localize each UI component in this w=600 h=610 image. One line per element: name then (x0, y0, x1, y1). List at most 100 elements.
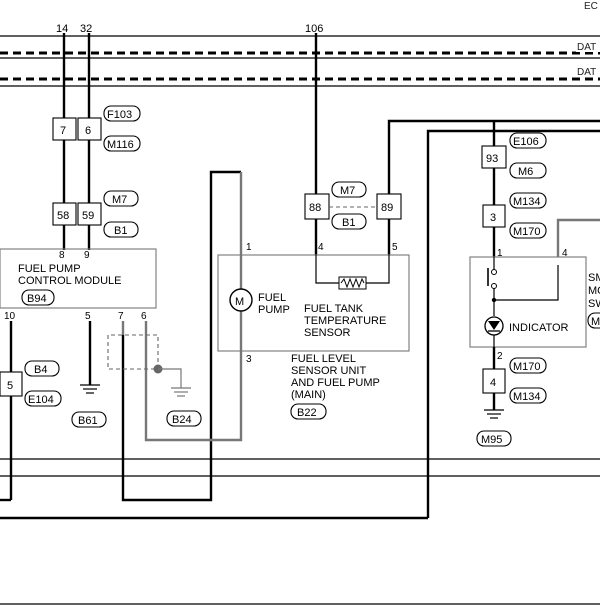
switch-pin-2: 2 (497, 351, 503, 362)
ground-tag-B61 (71, 411, 107, 428)
joint-5 (0, 371, 23, 397)
connector-tag-M6 (509, 162, 547, 179)
switch-contact-top (491, 269, 497, 275)
joint-6-label: 6 (85, 125, 91, 137)
connector-tag-M170-upper-label: M170 (513, 226, 541, 238)
fpcm-name-line2: CONTROL MODULE (18, 275, 122, 287)
switch-internal-wire (493, 265, 559, 301)
fuel-pump-motor-icon (229, 288, 253, 312)
connector-tag-B1-center (331, 213, 367, 230)
corner-label: EC (584, 1, 598, 12)
sensor-pin-1: 1 (246, 242, 252, 253)
connector-tag-B4 (24, 360, 60, 377)
wire-pin-7 (121, 170, 241, 502)
connector-tag-F103 (103, 105, 141, 122)
connector-tag-M170-lower (509, 357, 547, 374)
fpcm-pin-5: 5 (85, 311, 91, 322)
bus-label-2: DAT (577, 67, 596, 78)
switch-cut-line1: SM (588, 272, 600, 284)
joint-5-label: 5 (7, 380, 13, 392)
shield-drain-wire (158, 368, 182, 388)
indicator-label: INDICATOR (509, 322, 569, 334)
thermistor-zigzag (340, 277, 365, 289)
switch-cut-tag (587, 312, 600, 329)
connector-tag-M134-lower (509, 387, 547, 404)
connector-tag-E104-label: E104 (28, 394, 54, 406)
fpcm-pin-9: 9 (84, 250, 90, 261)
fpcm-pin-10: 10 (4, 311, 16, 322)
wire-number-32: 32 (80, 23, 92, 35)
sensor-pin-5: 5 (392, 242, 398, 253)
fuel-pump-label-line2: PUMP (258, 304, 290, 316)
joint-58-label: 58 (57, 210, 69, 222)
connector-tag-M134-lower-label: M134 (513, 391, 541, 403)
ground-tag-B61-label: B61 (78, 415, 98, 427)
joint-93-label: 93 (486, 153, 498, 165)
sensor-label-line1: FUEL TANK (304, 303, 364, 315)
switch-unit-box (469, 256, 587, 348)
connector-tag-B1-center-label: B1 (342, 217, 355, 229)
unit-label-line2: SENSOR UNIT (291, 365, 366, 377)
connector-tag-M7-center-label: M7 (340, 185, 355, 197)
connector-tag-M134-upper (509, 192, 547, 209)
joint-4-label: 4 (490, 377, 496, 389)
wire-89-up (387, 119, 600, 194)
fpcm-pin-8: 8 (59, 250, 65, 261)
switch-pin-4: 4 (562, 248, 568, 259)
switch-pin-1: 1 (497, 248, 503, 259)
sensor-pin-3: 3 (246, 354, 252, 365)
thermistor-lead-right (366, 255, 390, 284)
connector-tag-F103-label: F103 (107, 109, 132, 121)
bus-label-bg-2 (576, 65, 600, 77)
wire-pin-6-pump-loop (144, 172, 243, 442)
ground-tag-M95-label: M95 (481, 434, 502, 446)
switch-cut-line3: SW (588, 298, 600, 310)
connector-tag-E104 (24, 390, 62, 407)
joint-3-label: 3 (490, 212, 496, 224)
wire-right-loop (426, 129, 600, 518)
ground-tag-B24 (166, 410, 202, 427)
wire-pin-4-grey (556, 218, 600, 257)
unit-label-line3: AND FUEL PUMP (291, 377, 380, 389)
joint-7 (52, 117, 77, 141)
connector-tag-M7-left-label: M7 (112, 194, 127, 206)
connector-tag-E106-label: E106 (513, 136, 539, 148)
connector-tag-M116-label: M116 (107, 139, 134, 151)
indicator-diode-icon (488, 321, 500, 330)
joint-88-label: 88 (309, 202, 321, 214)
connector-tag-M134-upper-label: M134 (513, 196, 541, 208)
connector-tag-M170-lower-label: M170 (513, 361, 541, 373)
fpcm-pin-7: 7 (118, 311, 124, 322)
connector-tag-M6-label: M6 (518, 166, 533, 178)
joint-88 (304, 193, 330, 220)
connector-tag-B22-label: B22 (297, 407, 317, 419)
wire-number-14: 14 (56, 23, 68, 35)
sensor-label-line2: TEMPERATURE (304, 315, 386, 327)
joint-7-label: 7 (60, 125, 66, 137)
fuel-pump-label-line1: FUEL (258, 292, 286, 304)
connector-tag-M7-center (331, 181, 367, 198)
unit-label-line1: FUEL LEVEL (291, 353, 356, 365)
joint-58 (52, 202, 77, 226)
connector-tag-B94 (21, 289, 55, 306)
connector-tag-B22 (290, 403, 327, 420)
bus-label-bg-1 (576, 40, 600, 52)
fpcm-pin-6: 6 (141, 311, 147, 322)
connector-tag-B1-left (103, 221, 139, 238)
unit-label-line4: (MAIN) (291, 389, 326, 401)
switch-cut-tag-label: M (591, 316, 600, 328)
sensor-pin-4: 4 (318, 242, 324, 253)
connector-tag-M116 (103, 135, 141, 152)
fuel-pump-control-module-box (0, 248, 157, 309)
shield-box (107, 334, 159, 370)
connector-tag-B1-left-label: B1 (114, 225, 127, 237)
wire-number-106: 106 (305, 23, 323, 35)
fpcm-name-line1: FUEL PUMP (18, 263, 81, 275)
sensor-label-line3: SENSOR (304, 327, 351, 339)
joint-89 (376, 193, 402, 220)
joint-89-label: 89 (381, 202, 393, 214)
ground-tag-B24-label: B24 (172, 414, 192, 426)
fuel-pump-motor-symbol: M (235, 296, 244, 308)
